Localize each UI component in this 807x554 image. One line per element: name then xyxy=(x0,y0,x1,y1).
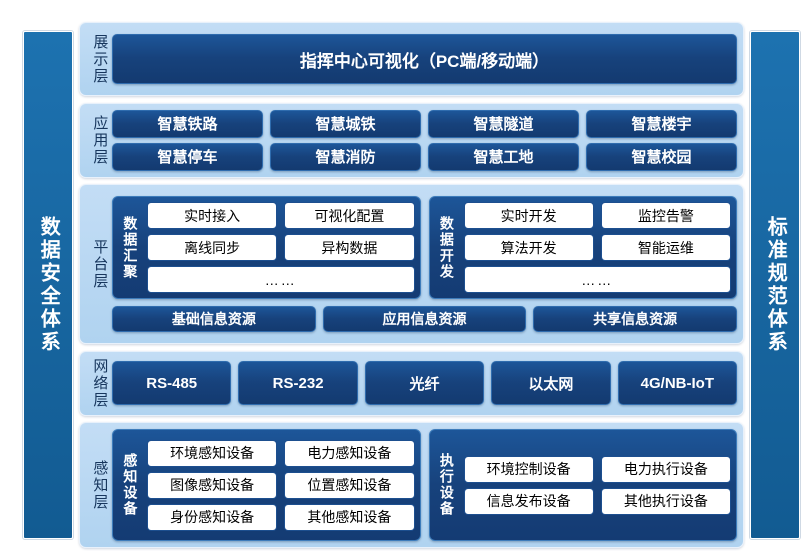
platform-group-2-label: 数据开发 xyxy=(438,215,455,280)
actuator-power-execution-device[interactable]: 电力执行设备 xyxy=(600,455,731,483)
development-realtime-dev[interactable]: 实时开发 xyxy=(463,202,594,229)
actuator-other-device[interactable]: 其他执行设备 xyxy=(600,487,731,515)
perception-group-2-label: 执行设备 xyxy=(438,453,455,517)
actuator-row-2: 信息发布设备 其他执行设备 xyxy=(463,487,731,515)
sensing-environment-device[interactable]: 环境感知设备 xyxy=(147,439,278,467)
app-item-smart-construction-site[interactable]: 智慧工地 xyxy=(428,142,579,171)
platform-group-data-aggregation: 数据汇聚 实时接入 可视化配置 离线同步 异构数据 …… xyxy=(112,196,421,299)
app-item-smart-parking[interactable]: 智慧停车 xyxy=(112,142,263,171)
resource-basic-info[interactable]: 基础信息资源 xyxy=(112,306,316,332)
perception-group-sensing-devices: 感知设备 环境感知设备 电力感知设备 图像感知设备 位置感知设备 xyxy=(112,429,421,541)
app-item-smart-campus[interactable]: 智慧校园 xyxy=(586,142,737,171)
app-item-smart-railway[interactable]: 智慧铁路 xyxy=(112,109,263,138)
app-item-smart-firefighting[interactable]: 智慧消防 xyxy=(270,142,421,171)
actuator-row-1: 环境控制设备 电力执行设备 xyxy=(463,455,731,483)
sensing-row-2: 图像感知设备 位置感知设备 xyxy=(147,471,415,499)
development-row-2: 算法开发 智能运维 xyxy=(463,234,731,261)
platform-groups: 数据汇聚 实时接入 可视化配置 离线同步 异构数据 …… xyxy=(112,196,737,299)
layer-perception-label: 感知层 xyxy=(91,459,109,511)
sensing-other-device[interactable]: 其他感知设备 xyxy=(284,503,415,531)
left-pillar-data-security: 数据安全体系 xyxy=(23,31,73,539)
layer-application: 应用层 智慧铁路 智慧城铁 智慧隧道 智慧楼宇 智慧停车 智慧消防 智慧工地 智… xyxy=(79,102,744,178)
platform-group-1-label: 数据汇聚 xyxy=(122,215,139,280)
perception-group-1-label: 感知设备 xyxy=(122,453,139,517)
layer-display: 展示层 指挥中心可视化（PC端/移动端） xyxy=(79,22,744,96)
layer-network: 网络层 RS-485 RS-232 光纤 以太网 4G/NB-IoT xyxy=(79,350,744,416)
app-item-smart-urban-rail[interactable]: 智慧城铁 xyxy=(270,109,421,138)
aggregation-row-2: 离线同步 异构数据 xyxy=(147,234,415,261)
application-row-1: 智慧铁路 智慧城铁 智慧隧道 智慧楼宇 xyxy=(112,109,737,138)
development-intelligent-ops[interactable]: 智能运维 xyxy=(600,234,731,261)
perception-group-actuator-devices: 执行设备 环境控制设备 电力执行设备 信息发布设备 其他执行设备 xyxy=(428,429,737,541)
layer-application-label: 应用层 xyxy=(91,114,109,166)
aggregation-row-1: 实时接入 可视化配置 xyxy=(147,202,415,229)
app-item-smart-building[interactable]: 智慧楼宇 xyxy=(586,109,737,138)
network-item-ethernet[interactable]: 以太网 xyxy=(491,361,611,405)
layer-network-label: 网络层 xyxy=(91,357,109,409)
application-row-2: 智慧停车 智慧消防 智慧工地 智慧校园 xyxy=(112,142,737,171)
sensing-row-3: 身份感知设备 其他感知设备 xyxy=(147,503,415,531)
architecture-diagram: 数据安全体系 展示层 指挥中心可视化（PC端/移动端） 应用层 智慧铁路 智慧城… xyxy=(16,16,807,554)
actuator-environment-control-device[interactable]: 环境控制设备 xyxy=(463,455,594,483)
display-banner[interactable]: 指挥中心可视化（PC端/移动端） xyxy=(112,34,737,84)
sensing-power-device[interactable]: 电力感知设备 xyxy=(284,439,415,467)
layer-perception: 感知层 感知设备 环境感知设备 电力感知设备 图像感知设备 xyxy=(79,422,744,548)
layer-platform: 平台层 数据汇聚 实时接入 可视化配置 离线同步 xyxy=(79,184,744,344)
network-item-fiber[interactable]: 光纤 xyxy=(364,361,485,405)
right-pillar-standards: 标准规范体系 xyxy=(750,31,800,539)
aggregation-offline-sync[interactable]: 离线同步 xyxy=(147,234,278,261)
sensing-image-device[interactable]: 图像感知设备 xyxy=(147,471,278,499)
platform-group-data-development: 数据开发 实时开发 监控告警 算法开发 智能运维 …… xyxy=(428,196,737,299)
perception-groups: 感知设备 环境感知设备 电力感知设备 图像感知设备 位置感知设备 xyxy=(112,429,737,541)
right-pillar-label: 标准规范体系 xyxy=(764,216,787,354)
network-row: RS-485 RS-232 光纤 以太网 4G/NB-IoT xyxy=(112,361,738,405)
aggregation-more[interactable]: …… xyxy=(147,266,415,293)
aggregation-realtime-access[interactable]: 实时接入 xyxy=(147,202,278,229)
resource-shared-info[interactable]: 共享信息资源 xyxy=(533,306,738,332)
layer-display-label: 展示层 xyxy=(91,33,109,85)
platform-resource-row: 基础信息资源 应用信息资源 共享信息资源 xyxy=(112,306,738,332)
sensing-identity-device[interactable]: 身份感知设备 xyxy=(147,503,278,531)
development-monitoring-alarm[interactable]: 监控告警 xyxy=(600,202,731,229)
left-pillar-label: 数据安全体系 xyxy=(37,216,60,354)
app-item-smart-tunnel[interactable]: 智慧隧道 xyxy=(428,109,579,138)
aggregation-heterogeneous-data[interactable]: 异构数据 xyxy=(284,234,415,261)
layer-platform-label: 平台层 xyxy=(91,238,109,290)
resource-application-info[interactable]: 应用信息资源 xyxy=(322,306,527,332)
network-item-rs485[interactable]: RS-485 xyxy=(112,361,232,405)
actuator-info-publish-device[interactable]: 信息发布设备 xyxy=(463,487,594,515)
sensing-location-device[interactable]: 位置感知设备 xyxy=(284,471,415,499)
development-algorithm-dev[interactable]: 算法开发 xyxy=(463,234,594,261)
network-item-rs232[interactable]: RS-232 xyxy=(238,361,358,405)
network-item-4g-nbiot[interactable]: 4G/NB-IoT xyxy=(617,361,738,405)
aggregation-visual-config[interactable]: 可视化配置 xyxy=(284,202,415,229)
layer-stack: 展示层 指挥中心可视化（PC端/移动端） 应用层 智慧铁路 智慧城铁 智慧隧道 … xyxy=(73,22,750,548)
development-row-1: 实时开发 监控告警 xyxy=(463,202,731,229)
sensing-row-1: 环境感知设备 电力感知设备 xyxy=(147,439,415,467)
development-more[interactable]: …… xyxy=(463,266,731,293)
